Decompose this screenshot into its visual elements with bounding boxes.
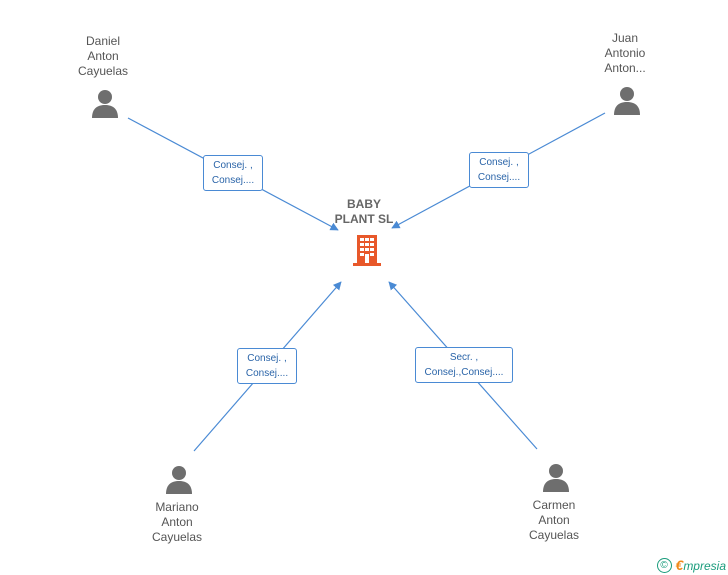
company-name[interactable]: BABY PLANT SL	[334, 197, 394, 226]
person-name-mariano[interactable]: Mariano Anton Cayuelas	[151, 500, 203, 544]
person-name-daniel[interactable]: Daniel Anton Cayuelas	[77, 34, 129, 78]
building-icon[interactable]	[351, 233, 383, 267]
copyright-icon: ©	[656, 557, 672, 573]
role-box-daniel[interactable]: Consej. , Consej....	[203, 155, 263, 191]
brand-logo: €mpresia	[675, 557, 726, 573]
person-name-juan[interactable]: Juan Antonio Anton...	[604, 31, 646, 75]
person-icon[interactable]	[541, 462, 571, 492]
brand-footer: © €mpresia	[656, 557, 726, 573]
person-icon[interactable]	[164, 464, 194, 494]
person-icon[interactable]	[90, 88, 120, 118]
role-box-juan[interactable]: Consej. , Consej....	[469, 152, 529, 188]
role-box-carmen[interactable]: Secr. , Consej.,Consej....	[415, 347, 513, 383]
person-icon[interactable]	[612, 85, 642, 115]
person-name-carmen[interactable]: Carmen Anton Cayuelas	[528, 498, 580, 542]
role-box-mariano[interactable]: Consej. , Consej....	[237, 348, 297, 384]
